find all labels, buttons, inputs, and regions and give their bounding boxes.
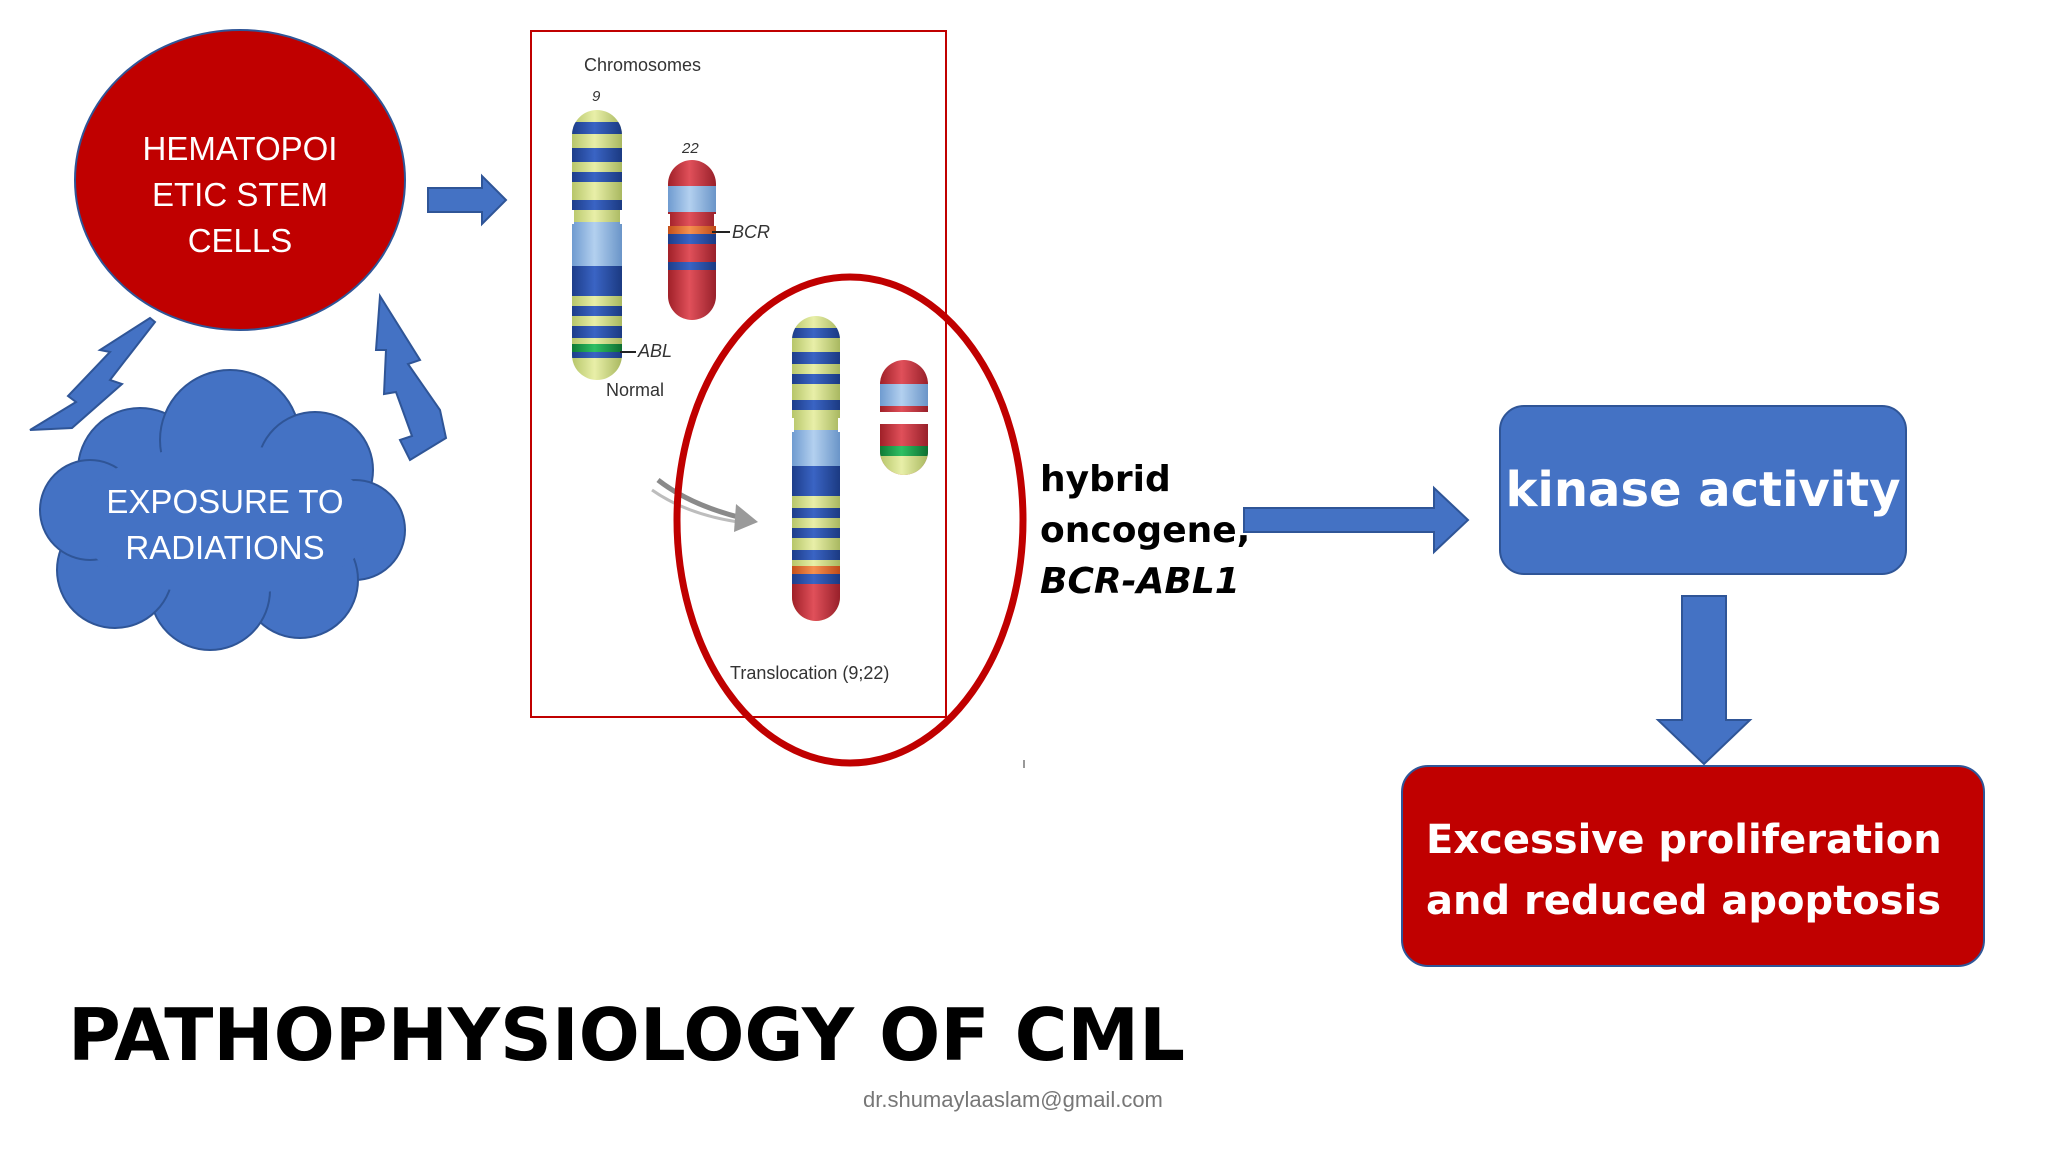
kinase-activity-box <box>1499 405 1907 575</box>
abl-label: ABL <box>638 341 673 361</box>
chromosome-figure-frame <box>530 30 947 718</box>
stem-cells-label: HEMATOPOI ETIC STEM CELLS <box>95 110 385 280</box>
author-credit: dr.shumaylaaslam@gmail.com <box>863 1087 1163 1112</box>
outcome-box <box>1401 765 1985 967</box>
translocation-highlight-oval <box>673 273 1027 767</box>
chromosome-9-translocated <box>792 316 840 621</box>
radiation-line-1: EXPOSURE TO <box>106 483 344 520</box>
arrow-right-2-icon <box>1243 485 1470 555</box>
stem-cells-line-3: CELLS <box>187 222 293 259</box>
hybrid-line-3: BCR-ABL1 <box>1040 561 1240 602</box>
kinase-activity-text: kinase activity <box>1505 462 1901 518</box>
arrow-right-1-icon <box>427 173 508 227</box>
outcome-label: Excessive proliferation and reduced apop… <box>1426 810 1966 932</box>
normal-label: Normal <box>606 380 665 400</box>
stem-cells-circle <box>74 29 406 331</box>
outcome-line-1: Excessive proliferation <box>1426 817 1942 863</box>
stem-cells-line-2: ETIC STEM <box>151 176 328 213</box>
radiation-cloud <box>39 369 406 651</box>
hybrid-line-1: hybrid <box>1040 459 1171 500</box>
lightning-bolt-right-icon <box>374 292 448 462</box>
hybrid-line-2: oncogene, <box>1040 510 1251 551</box>
translocation-arrow-icon <box>651 478 758 532</box>
chromosome-9-label: 9 <box>592 88 601 105</box>
chromosome-22-normal <box>668 160 716 320</box>
arrow-down-icon <box>1655 595 1753 766</box>
radiation-line-2: RADIATIONS <box>125 529 325 566</box>
lightning-bolt-left-icon <box>29 316 157 431</box>
slide-title: PATHOPHYSIOLOGY OF CML <box>68 993 1185 1077</box>
radiation-label: EXPOSURE TO RADIATIONS <box>60 470 390 580</box>
chromosome-22-label: 22 <box>682 140 699 157</box>
translocation-label: Translocation (9;22) <box>730 663 890 683</box>
outcome-line-2: and reduced apoptosis <box>1426 878 1942 924</box>
chromosomes-heading: Chromosomes <box>584 55 702 75</box>
hybrid-oncogene-label: hybrid oncogene, BCR-ABL1 <box>1040 454 1260 607</box>
chromosome-9-normal <box>572 110 622 380</box>
bcr-label: BCR <box>732 222 771 242</box>
kinase-activity-label: kinase activity <box>1500 405 1906 575</box>
stem-cells-line-1: HEMATOPOI <box>142 130 338 167</box>
